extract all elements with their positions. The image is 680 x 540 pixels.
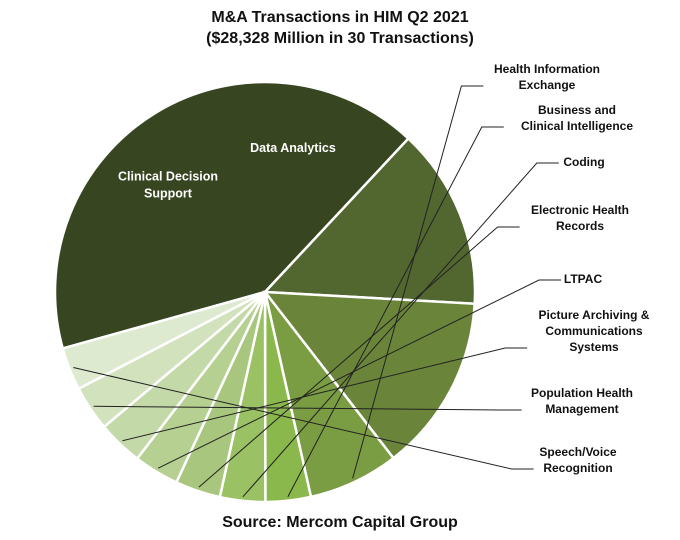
leader-line-ltpac <box>157 279 561 469</box>
slice-label-data-analytics: Data Analytics <box>250 141 336 155</box>
chart-title: M&A Transactions in HIM Q2 2021 <box>211 9 469 26</box>
leader-line-business-and-clinical-intelligence <box>287 126 504 497</box>
slice-label-coding: Coding <box>563 155 604 169</box>
leader-line-health-information-exchange <box>352 85 484 479</box>
slice-label-ltpac: LTPAC <box>564 272 603 286</box>
pie-slice-data-analytics <box>262 290 476 460</box>
chart-source: Source: Mercom Capital Group <box>222 514 458 531</box>
leader-line-electronic-health-records <box>198 226 520 488</box>
leader-line-speech-voice-recognition <box>73 367 534 470</box>
pie-slice-practice-management-solutions <box>53 80 411 351</box>
pie-slice-speech-voice-recognition <box>61 290 266 391</box>
pie-slice-clinical-decision-support <box>262 136 477 306</box>
leader-line-coding <box>242 162 559 498</box>
chart-subtitle: ($28,328 Million in 30 Transactions) <box>206 30 474 47</box>
leader-line-picture-archiving-communications-systems <box>122 347 528 442</box>
leader-line-population-health-management <box>93 405 522 411</box>
